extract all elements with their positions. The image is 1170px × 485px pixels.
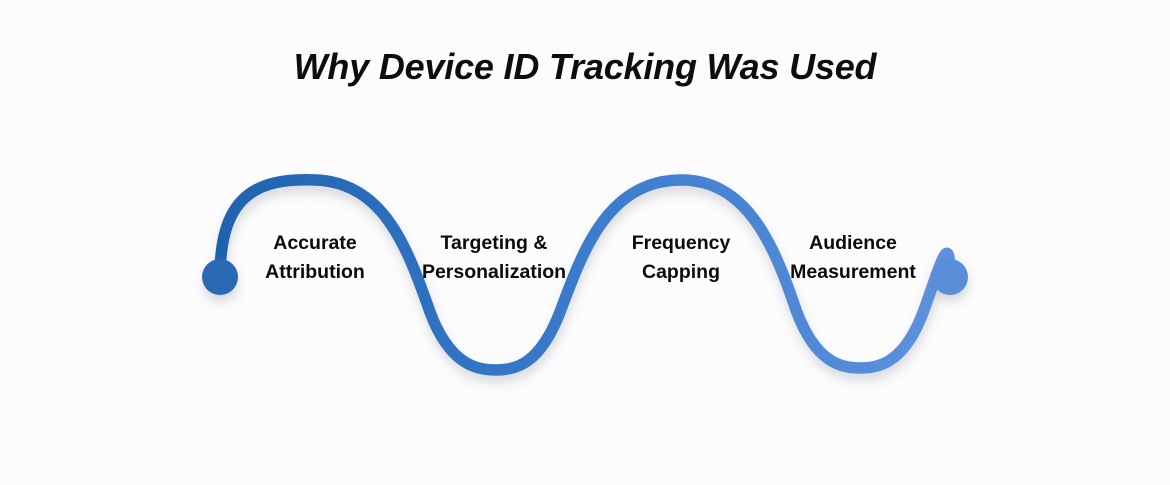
- wave-curve: [214, 174, 956, 376]
- page-title: Why Device ID Tracking Was Used: [293, 46, 877, 87]
- step-label-accurate-attribution: Accurate Attribution: [265, 229, 365, 287]
- step-label-line-1: Targeting &: [440, 232, 548, 254]
- step-label-line-1: Accurate: [273, 232, 357, 254]
- start-node-dot: [202, 259, 238, 295]
- step-label-line-1: Audience: [809, 232, 897, 254]
- step-label-line-2: Attribution: [265, 261, 365, 283]
- step-label-line-2: Measurement: [790, 261, 916, 283]
- wave-stroke-group: [214, 174, 956, 376]
- step-label-line-2: Capping: [642, 261, 720, 283]
- step-label-frequency-capping: Frequency Capping: [632, 229, 731, 287]
- end-node-dot: [932, 259, 968, 295]
- step-label-targeting-personalization: Targeting & Personalization: [422, 229, 566, 287]
- step-label-audience-measurement: Audience Measurement: [790, 229, 916, 287]
- step-label-line-2: Personalization: [421, 261, 567, 283]
- step-label-line-1: Frequency: [631, 232, 731, 254]
